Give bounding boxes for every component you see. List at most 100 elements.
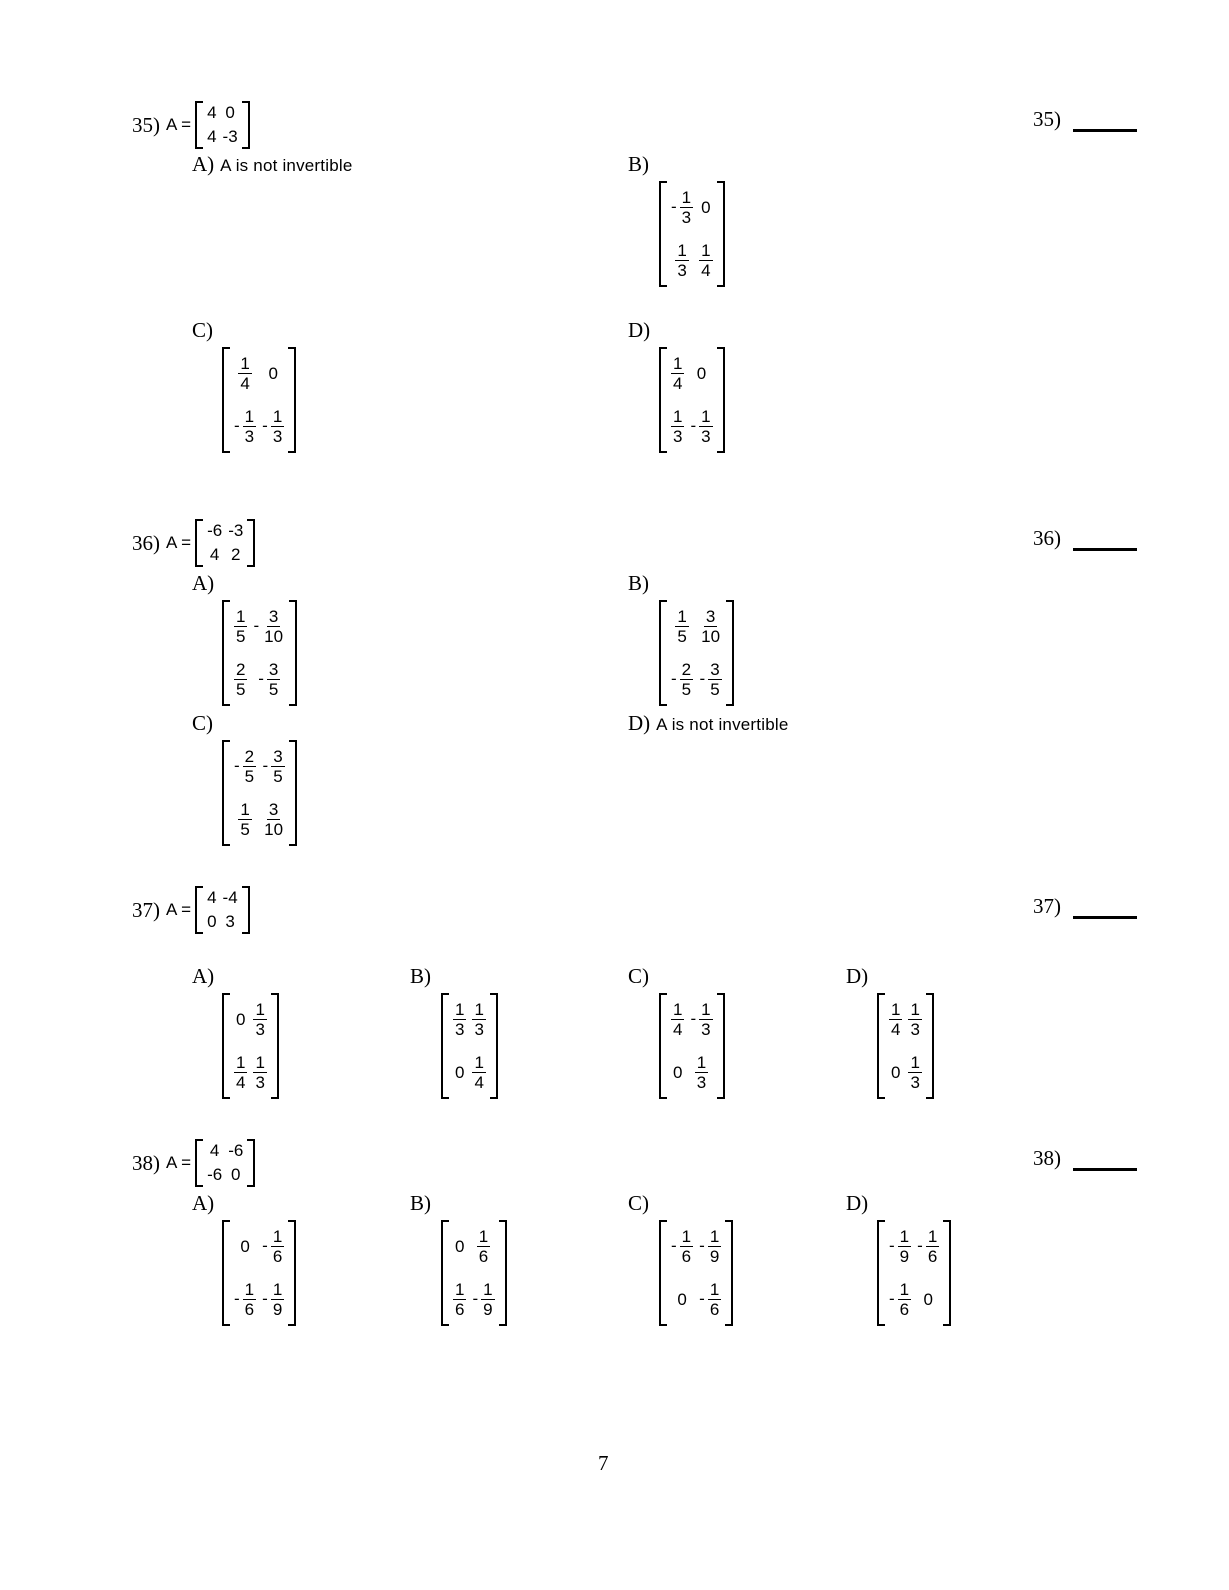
- option-35-a[interactable]: A)A is not invertible: [192, 152, 353, 177]
- minus-sign: -: [917, 1235, 923, 1255]
- matrix-cell: 4: [209, 1141, 220, 1160]
- matrix-cell: -6: [207, 521, 223, 540]
- denominator: 3: [701, 427, 711, 446]
- entry-value: 0: [240, 1236, 250, 1256]
- denominator: 4: [240, 374, 250, 393]
- matrix-cell: 4: [207, 127, 217, 146]
- matrix-cell: 4: [207, 888, 217, 907]
- numerator: 1: [671, 1000, 685, 1020]
- numerator: 1: [472, 1053, 486, 1073]
- denominator: 5: [677, 627, 687, 646]
- denominator: 4: [474, 1073, 484, 1092]
- answer-blank-37[interactable]: 37): [1033, 894, 1137, 919]
- numerator: 1: [242, 407, 257, 427]
- denominator: 9: [483, 1300, 493, 1319]
- denominator: 4: [673, 374, 683, 393]
- numerator: 1: [889, 1000, 903, 1020]
- denominator: 5: [236, 627, 246, 646]
- denominator: 3: [677, 261, 687, 280]
- answer-line[interactable]: [1073, 902, 1137, 919]
- matrix-lhs: A =: [166, 900, 192, 919]
- option-label: A): [192, 571, 215, 595]
- option-36-d[interactable]: D)A is not invertible: [628, 711, 789, 736]
- denominator: 3: [474, 1020, 484, 1039]
- numerator: 3: [708, 660, 722, 680]
- answer-blank-36[interactable]: 36): [1033, 526, 1137, 551]
- option-label: C): [628, 964, 649, 988]
- denominator: 10: [701, 627, 721, 646]
- matrix-cell: 3: [225, 912, 235, 931]
- denominator: 4: [236, 1073, 246, 1092]
- option-text: A is not invertible: [656, 715, 789, 734]
- answer-blank-38[interactable]: 38): [1033, 1146, 1137, 1171]
- denominator: 3: [673, 427, 683, 446]
- entry-value: 0: [701, 197, 711, 217]
- numerator: 1: [476, 1227, 491, 1247]
- answer-line[interactable]: [1073, 115, 1137, 132]
- numerator: 1: [675, 241, 689, 261]
- answer-line[interactable]: [1073, 534, 1137, 551]
- minus-sign: -: [253, 615, 260, 635]
- denominator: 9: [899, 1247, 910, 1266]
- denominator: 5: [240, 820, 250, 839]
- page-number: 7: [598, 1451, 609, 1475]
- answer-line[interactable]: [1073, 1154, 1137, 1171]
- option-label: C): [192, 318, 213, 342]
- answer-blank-35[interactable]: 35): [1033, 107, 1137, 132]
- numerator: 3: [703, 607, 718, 627]
- numerator: 1: [675, 607, 689, 627]
- entry-value: 0: [673, 1062, 683, 1082]
- matrix-lhs: A =: [166, 115, 192, 134]
- numerator: 1: [472, 1000, 486, 1020]
- numerator: 1: [908, 1053, 922, 1073]
- entry-value: 0: [677, 1289, 687, 1309]
- minus-sign: -: [262, 415, 268, 435]
- numerator: 1: [671, 407, 685, 427]
